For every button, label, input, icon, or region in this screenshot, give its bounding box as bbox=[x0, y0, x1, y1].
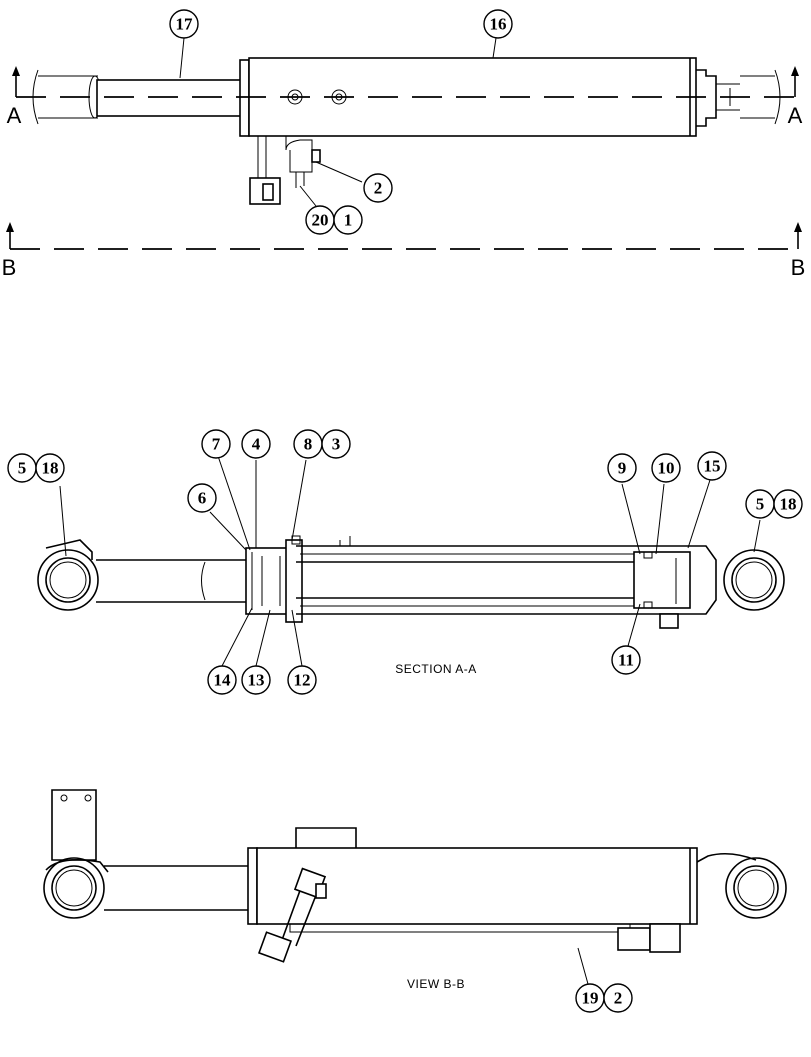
svg-text:3: 3 bbox=[332, 435, 341, 454]
callout-balloon: 12 bbox=[287, 665, 317, 695]
view-bb-caption: VIEW B-B bbox=[407, 977, 465, 991]
callout-balloon: 14 bbox=[207, 665, 237, 695]
callout-balloon: 13 bbox=[241, 665, 271, 695]
callout-balloon: 1 bbox=[333, 205, 363, 235]
section-a-left-label: A bbox=[7, 103, 22, 128]
svg-text:10: 10 bbox=[658, 459, 675, 478]
svg-text:16: 16 bbox=[490, 15, 507, 34]
callout-balloon: 2 bbox=[363, 173, 393, 203]
svg-text:2: 2 bbox=[374, 179, 383, 198]
section-aa-view: SECTION A-A bbox=[37, 455, 785, 676]
callouts: 17 16 2 20 1 5 18 7 4 8 3 6 9 10 15 5 18… bbox=[7, 9, 803, 1013]
section-b-left-label: B bbox=[2, 255, 17, 280]
section-aa-caption: SECTION A-A bbox=[395, 662, 477, 676]
svg-text:15: 15 bbox=[704, 457, 721, 476]
callout-balloon: 3 bbox=[321, 429, 351, 459]
callout-balloon: 9 bbox=[607, 453, 637, 483]
svg-text:5: 5 bbox=[18, 459, 27, 478]
top-view: A A bbox=[7, 37, 803, 207]
svg-text:6: 6 bbox=[198, 489, 207, 508]
svg-text:18: 18 bbox=[780, 495, 797, 514]
callout-balloon: 11 bbox=[611, 645, 641, 675]
svg-text:2: 2 bbox=[614, 989, 623, 1008]
svg-text:7: 7 bbox=[212, 435, 221, 454]
svg-text:4: 4 bbox=[252, 435, 261, 454]
svg-text:13: 13 bbox=[248, 671, 265, 690]
svg-text:18: 18 bbox=[42, 459, 59, 478]
svg-text:11: 11 bbox=[618, 651, 634, 670]
callout-balloon: 18 bbox=[773, 489, 803, 519]
svg-text:17: 17 bbox=[176, 15, 194, 34]
callout-balloon: 20 bbox=[305, 205, 335, 235]
section-b-right-label: B bbox=[791, 255, 806, 280]
svg-text:14: 14 bbox=[214, 671, 232, 690]
callout-balloon: 5 bbox=[745, 489, 775, 519]
callout-balloon: 6 bbox=[187, 483, 217, 513]
section-line-b: B B bbox=[2, 222, 806, 280]
callout-balloon: 2 bbox=[603, 983, 633, 1013]
callout-balloon: 7 bbox=[201, 429, 231, 459]
section-a-right-label: A bbox=[788, 103, 803, 128]
callout-balloon: 8 bbox=[293, 429, 323, 459]
svg-text:19: 19 bbox=[582, 989, 599, 1008]
callout-balloon: 5 bbox=[7, 453, 37, 483]
callout-balloon: 19 bbox=[575, 983, 605, 1013]
svg-text:8: 8 bbox=[304, 435, 313, 454]
svg-text:20: 20 bbox=[312, 211, 329, 230]
callout-balloon: 10 bbox=[651, 453, 681, 483]
svg-text:5: 5 bbox=[756, 495, 765, 514]
svg-text:9: 9 bbox=[618, 459, 627, 478]
callout-balloon: 4 bbox=[241, 429, 271, 459]
svg-text:12: 12 bbox=[294, 671, 311, 690]
callout-balloon: 16 bbox=[483, 9, 513, 39]
callout-balloon: 15 bbox=[697, 451, 727, 481]
callout-balloon: 17 bbox=[169, 9, 199, 39]
callout-balloon: 18 bbox=[35, 453, 65, 483]
svg-text:1: 1 bbox=[344, 211, 353, 230]
view-bb: VIEW B-B bbox=[43, 789, 787, 991]
